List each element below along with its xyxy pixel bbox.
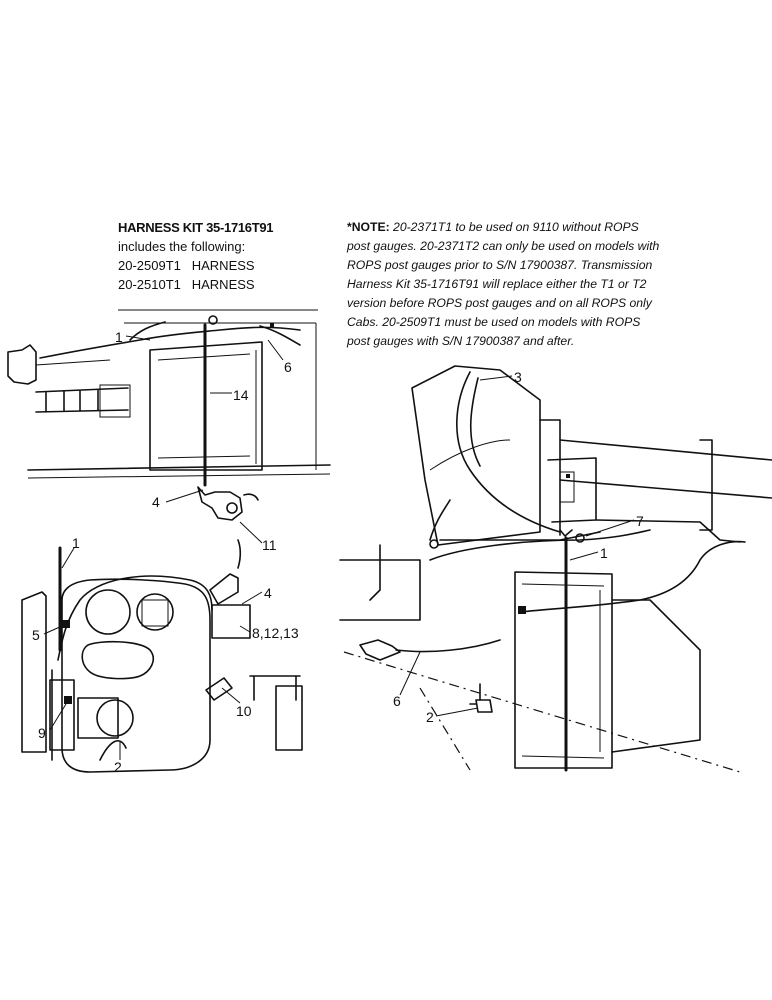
callout-1-right: 1 <box>600 545 608 561</box>
top-left-view <box>7 309 331 521</box>
callout-1-left: 1 <box>72 535 80 551</box>
note-text: 20-2371T1 to be used on 9110 without ROP… <box>347 220 660 348</box>
callout-7: 7 <box>636 513 644 529</box>
callout-8-12-13: 8,12,13 <box>252 625 299 641</box>
cut-line <box>419 687 471 771</box>
callout-4-top: 4 <box>152 494 160 510</box>
note-block: *NOTE: 20-2371T1 to be used on 9110 with… <box>347 218 665 351</box>
callout-6-right: 6 <box>393 693 401 709</box>
callout-3: 3 <box>514 369 522 385</box>
callout-4-mid: 4 <box>264 585 272 601</box>
callout-10: 10 <box>236 703 252 719</box>
note-lead: *NOTE: <box>347 220 390 234</box>
right-view <box>339 365 772 772</box>
leader-lines <box>43 335 635 760</box>
cut-line <box>343 651 741 773</box>
harness-kit-item: 20-2510T1 HARNESS <box>118 275 328 294</box>
harness-part-number: 20-2509T1 <box>118 258 181 273</box>
harness-part-name: HARNESS <box>191 258 255 273</box>
harness-part-name: HARNESS <box>191 277 255 292</box>
callout-1-top: 1 <box>115 329 123 345</box>
harness-kit-item: 20-2509T1 HARNESS <box>118 256 328 275</box>
callout-5: 5 <box>32 627 40 643</box>
bottom-left-view <box>21 539 303 773</box>
harness-kit-title: HARNESS KIT 35-1716T91 <box>118 220 274 235</box>
harness-kit-subtitle: includes the following: <box>118 239 246 254</box>
callout-14: 14 <box>233 387 249 403</box>
harness-part-number: 20-2510T1 <box>118 277 181 292</box>
callout-11: 11 <box>262 537 277 553</box>
callout-2-right: 2 <box>426 709 434 725</box>
callout-6-top: 6 <box>284 359 292 375</box>
harness-kit-block: HARNESS KIT 35-1716T91 includes the foll… <box>118 218 328 294</box>
callout-2-left: 2 <box>114 759 122 775</box>
callout-9: 9 <box>38 725 46 741</box>
